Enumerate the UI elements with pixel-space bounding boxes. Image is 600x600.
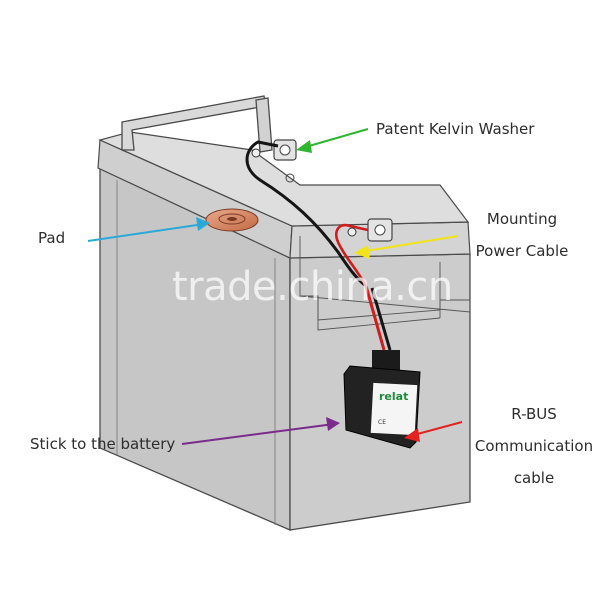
device-label-plate xyxy=(370,382,418,436)
communication-cable xyxy=(364,285,392,351)
label-stick-to-battery: Stick to the battery xyxy=(30,435,176,453)
label-mounting-line1: Mounting xyxy=(486,210,558,228)
sensor-device: relat CE xyxy=(343,350,421,449)
arrow-stick xyxy=(181,417,340,445)
label-patent-kelvin-washer: Patent Kelvin Washer xyxy=(376,120,535,138)
device-brand-text: relat xyxy=(379,390,408,403)
watermark-text: trade.china.cn xyxy=(172,264,453,310)
label-rbus-line3: cable xyxy=(513,469,555,487)
label-mounting-line2: Power Cable xyxy=(475,242,569,260)
red-cable xyxy=(335,223,369,287)
label-mounting-power-cable: Mounting Power Cable xyxy=(458,203,586,267)
battery-handle xyxy=(121,95,273,153)
pad-sticker xyxy=(205,208,259,232)
arrow-pad xyxy=(87,217,210,242)
arrow-rbus xyxy=(404,421,463,442)
positive-terminal xyxy=(367,218,393,242)
device-ce-mark: CE xyxy=(378,419,386,426)
battery-lid xyxy=(97,131,471,331)
label-pad: Pad xyxy=(38,229,66,247)
label-rbus-line2: Communication xyxy=(474,437,594,455)
label-rbus-line1: R-BUS xyxy=(511,405,557,423)
label-rbus-communication-cable: R-BUS Communication cable xyxy=(470,398,598,494)
arrow-mount xyxy=(354,235,459,259)
arrow-washer xyxy=(296,128,369,153)
black-cable xyxy=(245,140,367,288)
